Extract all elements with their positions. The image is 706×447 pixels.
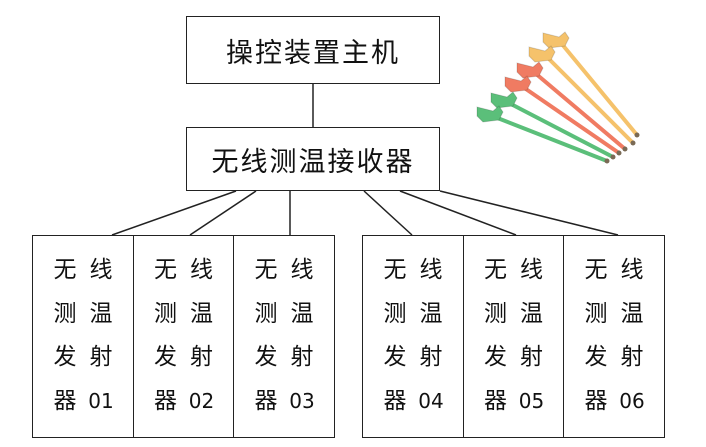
host-controller-box: 操控装置主机 [186,16,440,84]
tx-char: 无 [154,256,177,283]
tx-char: 射 [290,344,314,371]
transmitter-box-01: 无线 测温 发射 器 01 [32,235,134,438]
tx-char: 无 [254,256,278,283]
tx-char: 测 [383,300,407,327]
transmitter-box-04: 无线 测温 发射 器 04 [362,235,464,438]
tx-number: 04 [418,389,444,414]
tx-char: 线 [620,256,644,283]
tx-char: 线 [190,256,213,283]
probe-clip-body [516,61,544,79]
tx-char: 线 [520,256,543,283]
probe-tip [634,132,640,138]
tx-char: 测 [484,300,507,327]
tx-char: 发 [584,344,608,371]
tx-char: 线 [419,256,443,283]
test-probe-clips-image [476,31,640,164]
tx-char: 射 [520,344,543,371]
tx-char: 线 [89,256,113,283]
wireless-receiver-box: 无线测温接收器 [186,127,440,191]
tx-char: 发 [154,344,177,371]
host-controller-label: 操控装置主机 [226,37,400,69]
probe-wire [545,55,635,145]
tx-char: 无 [584,256,608,283]
tx-char: 器 [383,388,407,415]
tx-char: 发 [383,344,407,371]
probe-clip-body [490,91,518,109]
probe-tip [622,146,628,152]
tx-char: 发 [53,344,77,371]
probe-tip [610,154,616,160]
wireless-receiver-label: 无线测温接收器 [211,146,415,178]
transmitter-box-05: 无线 测温 发射 器 05 [462,235,565,438]
tx-char: 温 [419,300,443,327]
tx-char: 发 [484,344,507,371]
receiver-to-tx05-line [399,190,517,236]
probe-tip [616,150,622,156]
tx-char: 测 [584,300,608,327]
tx-char: 射 [620,344,644,371]
tx-char: 器 [484,388,507,415]
tx-char: 器 [53,388,77,415]
probe-clip-body [504,75,532,93]
tx-char: 无 [383,256,407,283]
tx-char: 温 [190,300,213,327]
tx-number: 02 [188,389,215,414]
tx-number: 05 [518,389,545,414]
probe-clip-body [542,31,570,49]
receiver-to-tx06-line [439,190,619,236]
transmitter-box-03: 无线 测温 发射 器 03 [233,235,335,438]
tx-char: 发 [254,344,278,371]
tx-char: 测 [53,300,77,327]
probe-tip [630,140,636,146]
transmitter-box-06: 无线 测温 发射 器 06 [563,235,665,438]
tx-char: 温 [290,300,314,327]
tx-char: 温 [520,300,543,327]
transmitter-box-02: 无线 测温 发射 器 02 [132,235,235,438]
tx-char: 射 [89,344,113,371]
tx-char: 无 [53,256,77,283]
probe-clip-body [476,105,504,123]
receiver-to-tx02-line [189,190,257,236]
probe-wire [559,41,639,137]
tx-char: 射 [190,344,213,371]
tx-char: 温 [620,300,644,327]
tx-char: 线 [290,256,314,283]
probe-tip [604,158,610,164]
probe-wire [521,85,621,155]
tx-number: 01 [88,389,114,414]
tx-char: 测 [154,300,177,327]
tx-char: 射 [419,344,443,371]
receiver-to-tx04-line [363,190,413,236]
tx-char: 温 [89,300,113,327]
probe-clip-body [528,45,556,63]
tx-number: 06 [619,389,645,414]
probe-clips [476,31,640,164]
probe-wire [533,71,627,151]
probe-wire [493,115,609,163]
tx-char: 器 [254,388,278,415]
tx-char: 器 [154,388,177,415]
tx-char: 测 [254,300,278,327]
receiver-to-tx01-line [111,190,237,236]
tx-char: 器 [584,388,608,415]
tx-number: 03 [289,389,315,414]
tx-char: 无 [484,256,507,283]
probe-wire [507,101,615,159]
